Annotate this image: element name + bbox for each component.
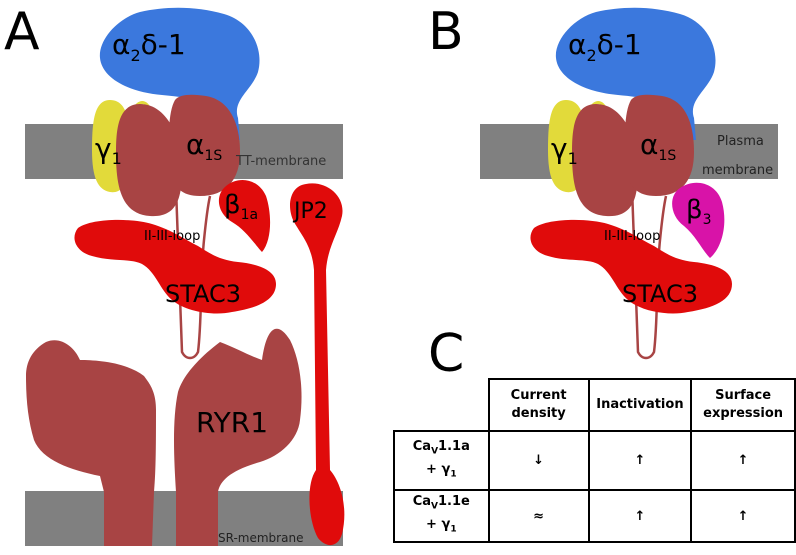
- beta3-label: β3: [686, 195, 712, 228]
- row-label-cav11a: CaV1.1a + γ1: [393, 430, 490, 491]
- comparison-table: Current density Inactivation Surface exp…: [393, 378, 796, 543]
- row-label-cav11e: CaV1.1e + γ1: [393, 489, 490, 543]
- header-current-density: Current density: [487, 378, 590, 432]
- beta1a-label: β1a: [224, 190, 258, 223]
- row-label-line: CaV1.1e: [412, 494, 470, 512]
- cell-surface-expression: ↑: [690, 489, 796, 543]
- header-line: Surface: [715, 388, 772, 403]
- jp2-protein: [290, 183, 345, 546]
- table-corner-cell: [394, 379, 490, 432]
- alpha2delta1-label-b: α2δ-1: [568, 28, 642, 65]
- sr-membrane-label: SR-membrane: [218, 531, 303, 545]
- beta1a-subunit: [218, 180, 271, 252]
- ryr1-left-half: [26, 340, 156, 546]
- alpha1s-subunit-right-b: [624, 94, 694, 196]
- plasma-membrane-label-line1: Plasma: [717, 134, 764, 149]
- header-line: Current: [510, 388, 567, 403]
- panel-label-a: A: [4, 2, 40, 62]
- tt-membrane-label: TT-membrane: [235, 154, 326, 169]
- alpha1s-label-b: α1S: [640, 128, 676, 164]
- alpha1s-subunit-b: [572, 104, 638, 217]
- table-row: CaV1.1a + γ1 ↓ ↑ ↑: [393, 430, 796, 491]
- cell-inactivation: ↑: [587, 489, 693, 543]
- jp2-label: JP2: [292, 199, 328, 224]
- beta3-subunit: [672, 182, 725, 258]
- cell-surface-expression: ↑: [690, 430, 796, 491]
- header-inactivation: Inactivation: [587, 378, 693, 432]
- ii-iii-loop-label-b: II-III-loop: [604, 229, 660, 244]
- gamma1-label: γ1: [95, 132, 122, 168]
- gamma1-label-b: γ1: [551, 132, 578, 168]
- alpha1s-subunit: [116, 104, 182, 217]
- stac3-label: STAC3: [165, 280, 241, 308]
- ii-iii-loop-label: II-III-loop: [144, 229, 200, 244]
- cell-current-density: ≈: [487, 489, 590, 543]
- header-line: Inactivation: [596, 397, 684, 412]
- header-line: expression: [703, 406, 784, 421]
- comparison-table-wrapper: Current density Inactivation Surface exp…: [393, 378, 796, 543]
- panel-label-b: B: [428, 2, 464, 62]
- header-line: density: [511, 406, 566, 421]
- cell-current-density: ↓: [487, 430, 590, 491]
- table-row: CaV1.1e + γ1 ≈ ↑ ↑: [393, 489, 796, 543]
- panel-a-labels: α2δ-1 γ1 α1S TT-membrane β1a JP2 II-III-…: [95, 28, 328, 545]
- alpha1s-label: α1S: [186, 128, 222, 164]
- stac3-protein-b: [530, 219, 732, 314]
- stac3-protein: [74, 219, 276, 314]
- ryr1-right-half: [174, 328, 302, 546]
- row-label-line: + γ1: [426, 517, 457, 535]
- row-label-line: + γ1: [426, 461, 457, 480]
- row-label-line: CaV1.1a: [412, 438, 470, 457]
- stac3-label-b: STAC3: [622, 280, 698, 308]
- alpha1s-subunit-right: [168, 94, 240, 196]
- panel-b-labels: α2δ-1 γ1 α1S Plasma membrane β3 II-III-l…: [551, 28, 773, 308]
- ryr1-label: RYR1: [196, 406, 268, 439]
- table-header-row: Current density Inactivation Surface exp…: [394, 378, 796, 432]
- alpha2delta1-label: α2δ-1: [112, 28, 186, 65]
- cell-inactivation: ↑: [587, 430, 693, 491]
- panel-a-diagram: [25, 7, 345, 546]
- plasma-membrane-label-line2: membrane: [702, 163, 773, 178]
- panel-b-diagram: [480, 7, 778, 360]
- header-surface-expression: Surface expression: [690, 378, 796, 432]
- panel-label-c: C: [428, 324, 465, 384]
